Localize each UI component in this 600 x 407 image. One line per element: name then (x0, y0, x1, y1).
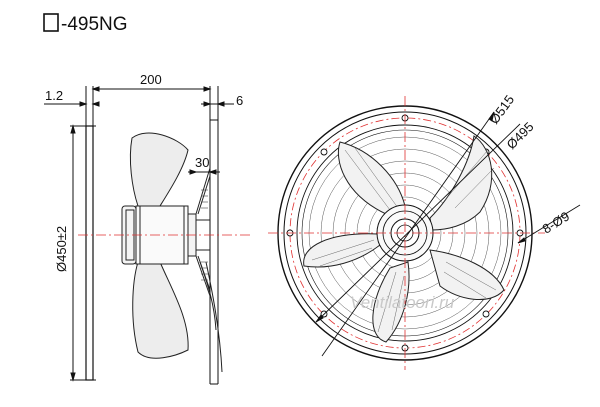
grille-ring (296, 124, 514, 342)
dim-outer: Ø515 (486, 92, 517, 127)
title-square-icon (43, 13, 59, 32)
dim-hub: 30 (195, 155, 209, 170)
front-centerlines (268, 96, 545, 370)
watermark: Ventilatoori.ru (350, 293, 455, 312)
dim-width: 200 (140, 72, 162, 87)
front-view: Ø515 Ø495 8-Ø9 (268, 92, 581, 370)
blades-front (303, 135, 505, 343)
mounting-plate (85, 125, 94, 381)
dim-diameter: Ø450±2 (54, 226, 69, 272)
support-struts (195, 167, 223, 373)
dim-flange: 6 (236, 93, 243, 108)
blade-hatching (311, 147, 497, 333)
side-view: 1.2 200 6 Ø450±2 (44, 72, 250, 385)
dim-left-offset: 1.2 (45, 88, 63, 103)
grille-bars-side (201, 189, 208, 281)
model-title: -495NG (61, 14, 128, 35)
hub-dimension (188, 169, 220, 175)
top-dimensions (44, 86, 234, 126)
title-block: -495NG (43, 13, 128, 35)
dim-inner: Ø495 (504, 119, 537, 152)
grille-ring-side (209, 119, 219, 385)
leader-lines (315, 111, 581, 357)
blades-side (129, 132, 189, 359)
diameter-dimension (70, 124, 96, 382)
